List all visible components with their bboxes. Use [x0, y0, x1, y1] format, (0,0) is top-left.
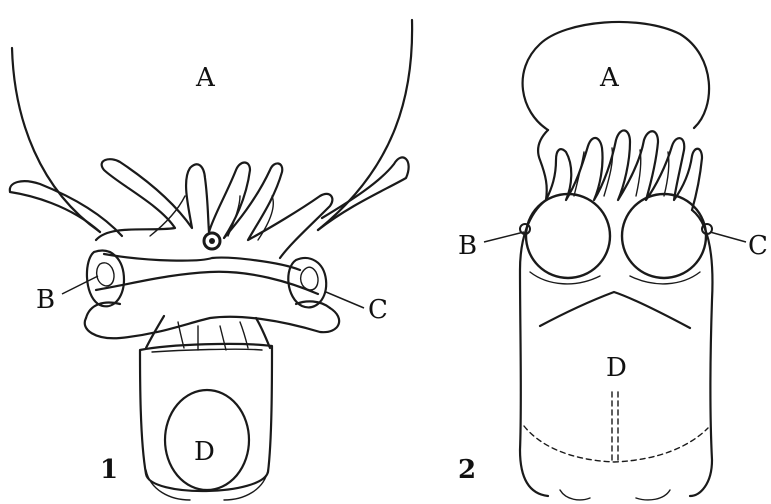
fig2-label-c: C: [748, 231, 768, 261]
fig2-dashed-contour: [524, 426, 708, 462]
fig1-lobe-lower: [85, 308, 339, 338]
fig1-outer-arm-left: [10, 181, 122, 236]
fig2-tentacle-inner-a: [574, 152, 584, 196]
fig1-lobe-edge-left: [86, 303, 120, 318]
fig1-label-d: D: [194, 437, 215, 467]
fig1-eye-c-outer: [288, 258, 326, 307]
fig2-label-a: A: [599, 63, 620, 93]
fig1-mouth-center: [209, 238, 215, 244]
fig1-funnel-base-left: [146, 470, 190, 500]
fig2-leader-c: [710, 232, 746, 242]
fig1-number: 1: [100, 455, 118, 485]
fig2-eye-c: [622, 194, 706, 278]
fig2-leader-b: [484, 232, 524, 242]
fig2-number: 2: [458, 455, 476, 485]
fig2-label-d: D: [606, 353, 627, 383]
fig2-chevron-crease: [540, 292, 690, 328]
fig2-tentacle-crown: [538, 130, 702, 210]
figure-2-drawing: [484, 22, 746, 500]
fig1-outer-arm-right: [318, 157, 409, 230]
fig1-lobe-upper: [104, 254, 300, 270]
fig1-stalk-right: [256, 318, 270, 348]
fig1-pleat-3: [220, 326, 226, 350]
fig1-label-a: A: [195, 63, 216, 93]
fig2-body-left: [520, 200, 548, 496]
fig1-tentacle-crown: [96, 159, 332, 258]
fig1-leader-c: [326, 292, 364, 308]
fig1-label-c: C: [368, 295, 388, 325]
fig2-label-b: B: [458, 231, 477, 261]
fig1-eye-b-inner: [97, 263, 114, 286]
fig1-label-b: B: [36, 285, 55, 315]
fig1-funnel-outline: [140, 344, 272, 491]
fig2-tentacle-inner-d: [664, 152, 669, 196]
fig1-leader-b: [62, 276, 98, 294]
fig2-base-right: [636, 490, 670, 500]
fig2-eye-b: [526, 194, 610, 278]
fig2-base-left: [560, 490, 590, 500]
fig1-funnel-rim: [152, 349, 262, 352]
fig1-tentacle-inner-c: [228, 196, 240, 236]
fig1-eye-c-inner: [301, 267, 318, 290]
fig1-lobe-middle: [96, 272, 318, 294]
